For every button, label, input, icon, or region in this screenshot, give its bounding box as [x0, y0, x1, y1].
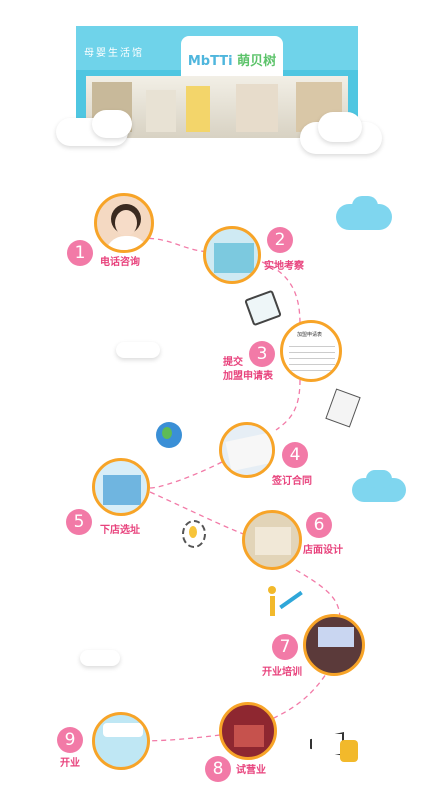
form-title: 加盟申请表	[297, 332, 323, 338]
step4-label: 签订合同	[272, 476, 312, 487]
cloud-decoration	[352, 196, 378, 216]
step7-number: 7	[272, 634, 298, 660]
step4-photo	[219, 422, 275, 478]
cloud-decoration	[318, 112, 362, 142]
step1-photo	[94, 193, 154, 253]
step8-number: 8	[205, 756, 231, 782]
step9-photo	[92, 712, 150, 770]
step7-photo	[303, 614, 365, 676]
step9-number: 9	[57, 727, 83, 753]
brand-cn: 萌贝树	[237, 54, 277, 69]
storefront-label: 母婴生活馆	[84, 48, 144, 59]
brand-name: MbTTi 萌贝树	[181, 50, 283, 69]
step5-label: 下店选址	[100, 525, 140, 536]
megaphone-icon	[310, 726, 360, 766]
lightbulb-icon	[182, 520, 206, 548]
step5-number: 5	[66, 509, 92, 535]
step3-label-line1: 提交	[223, 357, 243, 368]
step7-label: 开业培训	[262, 667, 302, 678]
cloud-decoration	[80, 650, 120, 666]
cloud-decoration	[366, 470, 392, 488]
step6-number: 6	[306, 512, 332, 538]
step4-number: 4	[282, 442, 308, 468]
step3-number: 3	[249, 341, 275, 367]
step8-label: 试营业	[236, 765, 266, 776]
step9-label: 开业	[60, 758, 80, 769]
step2-label: 实地考察	[264, 261, 304, 272]
step6-photo	[242, 510, 302, 570]
step2-number: 2	[267, 227, 293, 253]
brand-latin: MbTTi	[187, 54, 233, 69]
step1-label: 电话咨询	[100, 257, 140, 268]
step3-label-line2: 加盟申请表	[223, 371, 273, 382]
growth-chart-icon	[266, 584, 306, 622]
cloud-decoration	[116, 342, 160, 358]
globe-icon	[156, 422, 182, 448]
step5-photo	[92, 458, 150, 516]
step2-photo	[203, 226, 261, 284]
step6-label: 店面设计	[303, 545, 343, 556]
step1-number: 1	[67, 240, 93, 266]
step8-photo	[219, 702, 277, 760]
cloud-decoration	[92, 110, 132, 138]
step3-photo: 加盟申请表	[280, 320, 342, 382]
